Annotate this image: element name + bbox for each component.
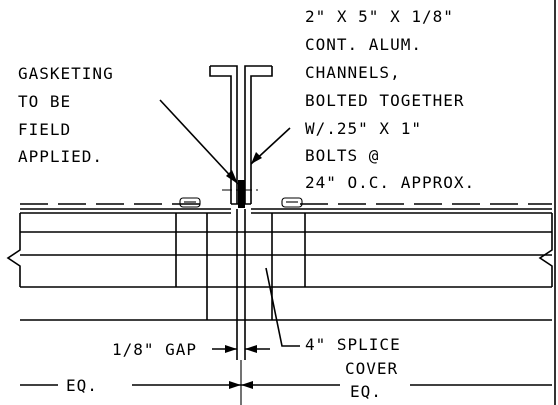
splice-cover-leader	[265, 267, 300, 347]
channels-line-4: BOLTED TOGETHER	[305, 91, 465, 110]
gasketing-note: GASKETING TO BE FIELD APPLIED.	[18, 64, 114, 166]
panel-top-lines	[20, 208, 552, 214]
channels-line-6: BOLTS @	[305, 146, 379, 165]
eq-dimension	[20, 381, 552, 389]
channels-leader	[250, 127, 291, 165]
aluminum-channels	[209, 65, 273, 205]
clip-right	[281, 197, 303, 208]
gasket	[238, 180, 245, 208]
channels-note: 2" X 5" X 1/8" CONT. ALUM. CHANNELS, BOL…	[305, 7, 475, 192]
channels-line-1: 2" X 5" X 1/8"	[305, 7, 454, 26]
gasketing-line-3: FIELD	[18, 120, 71, 139]
splice-cover-line-2: COVER	[345, 359, 398, 378]
gasketing-line-1: GASKETING	[18, 64, 114, 83]
gap-dimension	[212, 345, 270, 353]
channels-line-7: 24" O.C. APPROX.	[305, 173, 475, 192]
break-line-left	[6, 213, 21, 287]
gasketing-line-2: TO BE	[18, 92, 71, 111]
eq-label-right: EQ.	[350, 382, 382, 401]
splice-cover-line-1: 4" SPLICE	[305, 335, 401, 354]
gasketing-line-4: APPLIED.	[18, 147, 103, 166]
eq-label-left: EQ.	[66, 376, 98, 395]
channels-line-5: W/.25" X 1"	[305, 119, 422, 138]
splice-cover-note: 4" SPLICE COVER	[305, 335, 401, 378]
beam-lines	[20, 231, 552, 321]
vertical-members	[175, 209, 306, 360]
break-line-right	[538, 213, 553, 287]
gap-label: 1/8" GAP	[112, 340, 197, 359]
gasketing-leader	[159, 99, 239, 185]
clip-left	[179, 197, 201, 208]
channels-line-3: CHANNELS,	[305, 63, 401, 82]
channels-line-2: CONT. ALUM.	[305, 35, 422, 54]
